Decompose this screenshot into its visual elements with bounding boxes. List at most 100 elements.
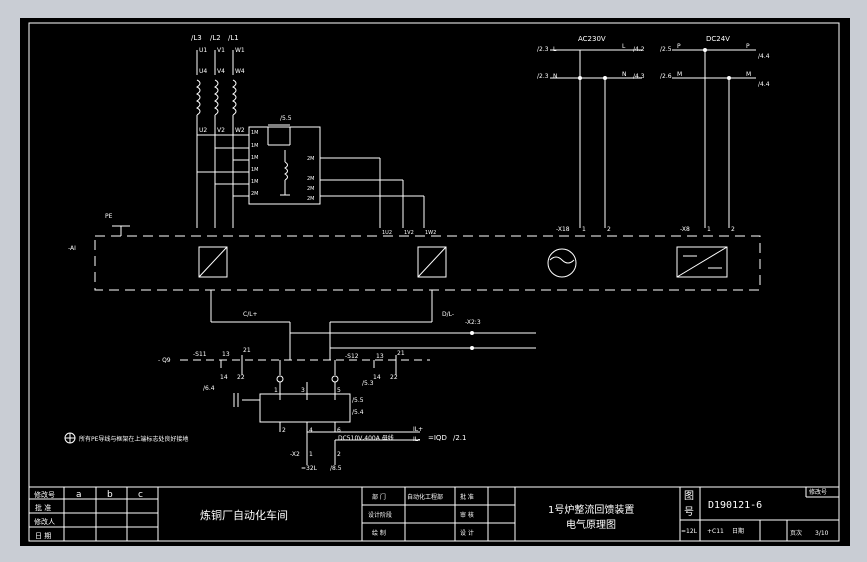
tb-date-label: 日期 [732,527,744,535]
cl-label: C/L+ [243,311,258,318]
x8-t2: 2 [731,226,735,233]
dc-m-out: M [746,71,751,78]
tb-ref-mid: +C11 [707,528,724,535]
dc-p-out: P [746,43,750,50]
x2-ref2: /8.5 [330,465,342,472]
ref-6-4: /6.4 [203,385,215,392]
ac-l-in: L [553,46,557,53]
tb-col-header-4: c [138,490,143,500]
x18-label: -X18 [556,226,570,233]
tb-mid-label-3: 绘 制 [372,529,386,537]
iqd-label: =IQD [428,434,447,442]
ref-2-6: /2.6 [660,73,672,80]
term-v2: V2 [217,127,225,134]
tb-mid-right-3: 设 计 [460,529,474,537]
ref-2-3-n: /2.3 [537,73,549,80]
tb-mid-right-2: 审 核 [460,511,474,519]
relay-term-8: 2M [307,176,315,182]
q-t5: 5 [337,387,341,394]
ref-l2: /L2 [210,34,221,42]
ref-4-3: /4.3 [633,73,645,80]
ref-5-5b: /5.5 [352,397,364,404]
drawing-number: D190121-6 [708,500,762,511]
x2-t1: 1 [309,451,313,458]
relay-term-7: 2M [307,156,315,162]
term-u4: U4 [199,68,207,75]
ref-5-5: /5.5 [280,115,292,122]
relay-term-2: 1M [251,143,259,149]
relay-term-3: 1M [251,155,259,161]
dc-label: DC24V [706,35,730,43]
ref-l1: /L1 [228,34,239,42]
x23-label: -X2:3 [465,319,481,326]
s12-22: 22 [390,374,398,381]
relay-term-10: 2M [307,196,315,202]
drawing-title-1: 1号炉整流回馈装置 [548,503,634,516]
tb-mid-label-2: 设计阶段 [368,511,392,519]
title-block-grid [29,486,839,541]
x18-t2: 2 [607,226,611,233]
revision-label: 修改号 [809,488,827,496]
ai-label: -AI [68,245,76,252]
ground-note: 所有PE导线与框架在上端标志处良好接地 [79,435,188,443]
tb-row-label-2: 修改人 [34,517,55,526]
x2-t2: 2 [337,451,341,458]
q-t1: 1 [274,387,278,394]
ac-n-out: N [622,71,627,78]
relay-term-5: 1M [251,179,259,185]
pe-label: PE [105,213,113,220]
s11-label: -S11 [193,351,207,358]
s12-21: 21 [397,350,405,357]
tb-mid-label-1: 部 门 [372,493,386,501]
term-1v2: 1V2 [404,230,414,236]
ref-5-3: /5.3 [362,380,374,387]
relay-term-1: 1M [251,130,259,136]
ac-l-out: L [622,43,626,50]
s12-13: 13 [376,353,384,360]
ref-2-1: /2.1 [453,434,467,442]
term-w1: W1 [235,47,245,54]
tb-col-header-3: b [107,490,113,500]
ac-n-in: N [553,73,558,80]
sheet-number: 3/10 [815,530,829,537]
drawing-title-2: 电气原理图 [566,518,616,531]
q-t6: 6 [337,427,341,434]
tb-ref-left: =12L [681,528,698,535]
term-u1: U1 [199,47,207,54]
dc-m-in: M [677,71,682,78]
q-t2: 2 [282,427,286,434]
term-v4: V4 [217,68,225,75]
q-t3: 3 [301,387,305,394]
x2-ref1: =32L [301,465,318,472]
relay-term-4: 1M [251,167,259,173]
term-1u2: 1U2 [382,230,392,236]
dc-spec: DC510V,400A 母线 [338,434,394,442]
term-w4: W4 [235,68,245,75]
term-u2: U2 [199,127,207,134]
q9-label: - Q9 [158,357,171,364]
ref-5-4: /5.4 [352,409,364,416]
drawing-sheet [20,18,850,546]
x8-label: -X8 [680,226,690,233]
relay-term-6: 2M [251,191,259,197]
junction-dots [470,48,731,350]
s11-14: 14 [220,374,228,381]
relay-term-9: 2M [307,186,315,192]
term-v1: V1 [217,47,225,54]
s11-21: 21 [243,347,251,354]
q-t4: 4 [309,427,313,434]
dl-label: D/L- [442,311,454,318]
ref-4-4-m: /4.4 [758,81,770,88]
ref-l3: /L3 [191,34,202,42]
s12-label: -S12 [345,353,359,360]
s11-13: 13 [222,351,230,358]
tb-sheet-label: 页次 [790,529,802,537]
ref-4-4-p: /4.4 [758,53,770,60]
ref-2-5: /2.5 [660,46,672,53]
il-minus: IL- [413,436,420,443]
x8-t1: 1 [707,226,711,233]
x18-t1: 1 [582,226,586,233]
company-name: 炼铜厂自动化车间 [200,508,288,522]
ac-label: AC230V [578,35,606,43]
